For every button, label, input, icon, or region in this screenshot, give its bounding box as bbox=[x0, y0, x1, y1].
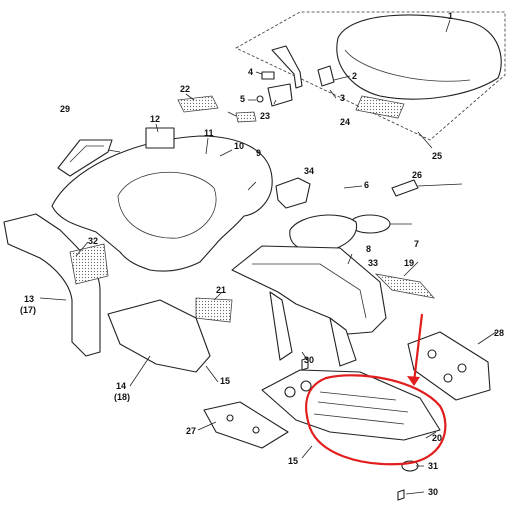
pad-22-part bbox=[177, 95, 219, 113]
label-4: 4 bbox=[248, 67, 253, 77]
label-13-alt: (17) bbox=[20, 305, 36, 315]
bolt-30-part bbox=[397, 489, 405, 501]
part-29-inner bbox=[69, 145, 104, 163]
part-26 bbox=[391, 179, 419, 197]
label-33: 33 bbox=[368, 258, 378, 268]
plate-28-hole-3 bbox=[443, 373, 453, 383]
rear-fender-well bbox=[117, 171, 217, 239]
plate-28-part bbox=[407, 331, 491, 401]
label-2: 2 bbox=[352, 71, 357, 81]
plate-19-part bbox=[374, 273, 436, 299]
label-14-alt: (18) bbox=[114, 392, 130, 402]
label-24: 24 bbox=[340, 117, 350, 127]
plate-27-part bbox=[203, 401, 289, 449]
label-9: 9 bbox=[256, 148, 261, 158]
main-frame-part bbox=[231, 245, 387, 335]
plate-27-hole bbox=[226, 414, 234, 422]
label-3: 3 bbox=[340, 93, 345, 103]
mudguard-panel-32 bbox=[69, 243, 109, 285]
seat-part bbox=[336, 14, 502, 100]
label-14: 14 bbox=[116, 381, 126, 391]
label-23: 23 bbox=[260, 111, 270, 121]
label-34: 34 bbox=[304, 166, 314, 176]
label-11: 11 bbox=[204, 128, 214, 138]
label-29: 29 bbox=[60, 104, 70, 114]
rear-fender-part bbox=[51, 135, 273, 272]
seat-clip-part bbox=[261, 71, 275, 80]
label-26: 26 bbox=[412, 170, 422, 180]
frame-leg-2 bbox=[329, 317, 357, 367]
mudguard-part bbox=[3, 213, 101, 357]
highlight-circle bbox=[305, 374, 447, 466]
label-13: 13 bbox=[24, 294, 34, 304]
plate-28-hole bbox=[427, 349, 437, 359]
label-5: 5 bbox=[240, 94, 245, 104]
rear-fender-bracket bbox=[145, 127, 175, 149]
label-20: 20 bbox=[432, 433, 442, 443]
label-22: 22 bbox=[180, 84, 190, 94]
label-28: 28 bbox=[494, 328, 504, 338]
label-12: 12 bbox=[150, 114, 160, 124]
seat-part-edge bbox=[344, 49, 471, 82]
main-frame-inner bbox=[252, 263, 367, 319]
plate-27-hole-2 bbox=[252, 426, 260, 434]
label-30-b: 30 bbox=[428, 487, 438, 497]
label-1: 1 bbox=[448, 11, 453, 21]
seat-bracket-part bbox=[267, 83, 293, 107]
plate-28-hole-2 bbox=[457, 363, 467, 373]
pad-24-part bbox=[355, 95, 405, 119]
label-6: 6 bbox=[364, 180, 369, 190]
highlight-arrowhead bbox=[407, 376, 420, 386]
highlight-arrow bbox=[412, 313, 424, 383]
label-27: 27 bbox=[186, 426, 196, 436]
seat-latch-part bbox=[271, 45, 303, 89]
plate-21-part bbox=[195, 297, 233, 323]
footrest-hole bbox=[284, 386, 296, 398]
seat-hook-part bbox=[317, 65, 335, 87]
splash-guard-part bbox=[107, 299, 211, 373]
part-34 bbox=[275, 177, 311, 209]
label-25: 25 bbox=[432, 151, 442, 161]
seat-bolt-part bbox=[256, 95, 264, 103]
label-10: 10 bbox=[234, 141, 244, 151]
part-29 bbox=[57, 139, 113, 177]
footrest-hole-2 bbox=[300, 380, 312, 392]
label-30-a: 30 bbox=[304, 355, 314, 365]
label-21: 21 bbox=[216, 285, 226, 295]
label-32: 32 bbox=[88, 236, 98, 246]
footrest-ribs bbox=[313, 391, 409, 425]
label-15-a: 15 bbox=[220, 376, 230, 386]
label-31: 31 bbox=[428, 461, 438, 471]
label-8: 8 bbox=[366, 244, 371, 254]
seat-group-outline bbox=[235, 11, 506, 141]
frame-leg bbox=[269, 291, 293, 361]
bolt-30-part-2 bbox=[301, 357, 309, 371]
label-7: 7 bbox=[414, 239, 419, 249]
label-19: 19 bbox=[404, 258, 414, 268]
leaders bbox=[39, 19, 497, 495]
pad-23-part bbox=[235, 111, 257, 123]
label-15-b: 15 bbox=[288, 456, 298, 466]
